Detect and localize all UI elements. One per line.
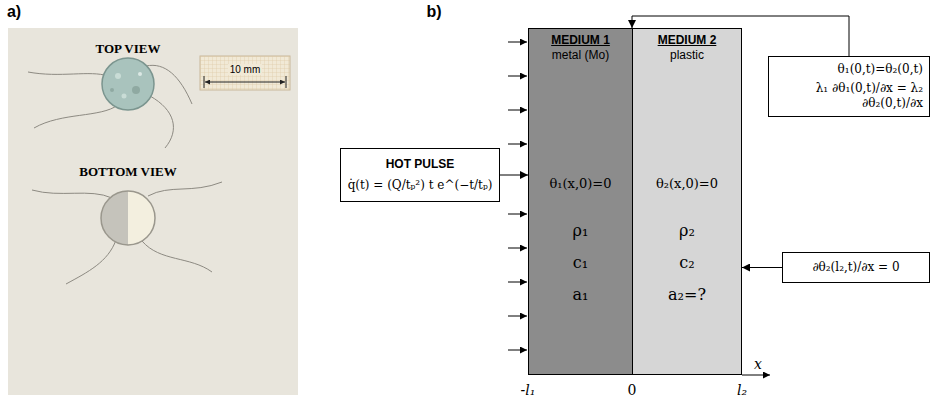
speckle <box>122 94 127 99</box>
medium-layer: MEDIUM 1metal (Mo) θ₁(x,0)=0 ρ₁ c₁ a₁ <box>528 28 633 375</box>
connector-arrow <box>500 175 528 176</box>
grid-lines <box>200 56 290 90</box>
top-view-disc <box>102 58 154 110</box>
flux-arrow <box>508 110 527 111</box>
wire <box>28 72 108 76</box>
node-text: ρ₂ <box>633 221 741 241</box>
node-heading: MEDIUM 1 <box>529 33 632 48</box>
node-heading: MEDIUM 2 <box>633 33 741 48</box>
axis-tick-label: 0 <box>628 382 637 398</box>
axis-tick-label: -l₁ <box>521 382 536 398</box>
label-holder: 0 <box>628 381 637 399</box>
speckle <box>138 72 142 76</box>
disc <box>102 58 154 110</box>
speckle <box>132 86 140 94</box>
flux-arrow <box>508 76 527 77</box>
node-text: λ₁ ∂θ₁(0,t)/∂x = λ₂ ∂θ₂(0,t)/∂x <box>775 81 923 111</box>
wire <box>142 241 212 272</box>
flux-arrow <box>508 350 527 351</box>
node-text: a₁ <box>529 285 632 305</box>
scale-tick <box>204 76 205 88</box>
flux-arrow <box>508 248 527 249</box>
label-holder: 10 mm <box>228 59 263 77</box>
metal-half <box>101 191 128 245</box>
node-heading: ∂θ₂(l₂,t)/∂x = 0 <box>789 260 923 275</box>
wire <box>34 105 118 128</box>
photo-background <box>8 28 298 395</box>
flux-arrow <box>508 214 527 215</box>
speckle <box>115 73 121 79</box>
interface-condition-box: θ₁(0,t)=θ₂(0,t) λ₁ ∂θ₁(0,t)/∂x = λ₂ ∂θ₂(0… <box>768 56 930 117</box>
node-text: plastic <box>633 48 741 63</box>
wire <box>150 96 173 148</box>
node-text: c₁ <box>529 253 632 273</box>
label-holder: b) <box>426 3 441 21</box>
grid-paper <box>200 56 290 90</box>
plastic-half <box>128 191 155 245</box>
boundary-condition-box: ∂θ₂(l₂,t)/∂x = 0 <box>782 252 930 283</box>
speckle <box>110 88 114 92</box>
label-holder: x <box>754 355 762 373</box>
scale-tick <box>286 76 287 88</box>
scale-ruler <box>200 56 290 90</box>
axis-tick-label: l₂ <box>737 382 747 398</box>
wire <box>66 240 116 284</box>
node-text: metal (Mo) <box>529 48 632 63</box>
node-heading: θ₁(0,t)=θ₂(0,t) <box>775 62 923 77</box>
scale-arrow <box>205 82 285 83</box>
heat-flux-arrows <box>508 42 527 350</box>
flux-arrow <box>508 316 527 317</box>
panel-label: a) <box>7 3 21 21</box>
sample-photo <box>8 28 298 395</box>
node-text: θ₁(x,0)=0 <box>529 176 632 192</box>
flux-arrow <box>508 144 527 145</box>
wire <box>148 182 222 196</box>
photo-caption: TOP VIEW <box>96 41 161 57</box>
node-text: c₂ <box>633 253 741 273</box>
medium-layer: MEDIUM 2plastic θ₂(x,0)=0 ρ₂ c₂ a₂=? <box>632 28 742 375</box>
flux-arrow <box>508 42 527 43</box>
wire <box>32 190 112 198</box>
node-heading: HOT PULSE <box>347 157 493 172</box>
node-text: a₂=? <box>633 285 741 305</box>
source-box: HOT PULSE q̇(t) = (Q/tₚ²) t e^(−t/tₚ) <box>340 148 500 202</box>
node-text: q̇(t) = (Q/tₚ²) t e^(−t/tₚ) <box>347 178 493 193</box>
bottom-view-disc <box>101 191 155 245</box>
thermocouple-wires <box>28 65 222 284</box>
node-text: θ₂(x,0)=0 <box>633 176 741 192</box>
label-holder: TOP VIEW <box>96 39 161 57</box>
photo-caption: BOTTOM VIEW <box>79 164 176 180</box>
label-holder: BOTTOM VIEW <box>79 162 176 180</box>
scale-label: 10 mm <box>228 64 263 75</box>
label-holder: -l₁ <box>521 381 536 399</box>
label-holder: a) <box>7 3 21 21</box>
connector-arrow <box>742 267 782 268</box>
x-axis-arrow <box>742 375 770 376</box>
disc-outline <box>101 191 155 245</box>
node-text: ρ₁ <box>529 221 632 241</box>
axis-label: x <box>754 356 762 372</box>
panel-label: b) <box>426 3 441 21</box>
flux-arrow <box>508 282 527 283</box>
label-holder: l₂ <box>737 381 747 399</box>
